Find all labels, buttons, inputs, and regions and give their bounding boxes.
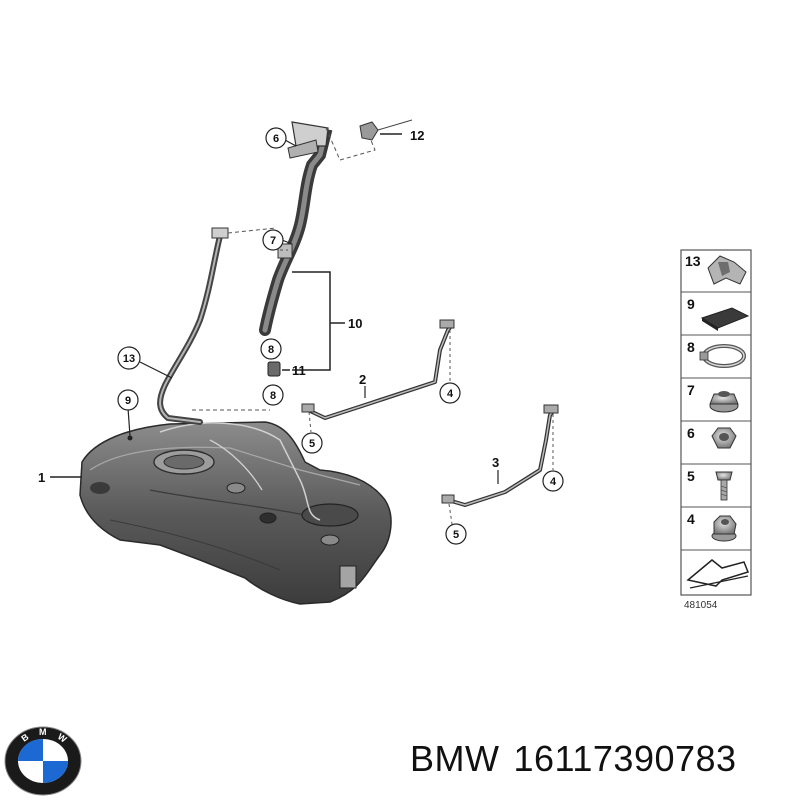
callout-10: 10 (348, 316, 362, 331)
hex-nut-icon (711, 427, 737, 449)
logo-letter-b: B (19, 731, 30, 743)
part-number: 16117390783 (513, 738, 737, 779)
callout-8b: 8 (270, 390, 276, 402)
vent-line (157, 227, 277, 425)
legend-item-13: 13 (685, 253, 701, 269)
callout-11: 11 (292, 363, 306, 378)
legend-item-4: 4 (687, 511, 695, 527)
flange-nut-icon (709, 391, 739, 413)
callout-bracket (280, 249, 345, 371)
fuel-tank (79, 421, 392, 605)
callout-3: 3 (492, 455, 499, 470)
legend-item-7: 7 (687, 382, 695, 398)
legend-item-9: 9 (687, 296, 695, 312)
legend-item-8: 8 (687, 339, 695, 355)
strap-2 (301, 319, 455, 433)
callout-4b: 4 (550, 476, 557, 488)
callout-6: 6 (273, 133, 279, 145)
strap-3 (441, 404, 559, 525)
logo-letter-m: M (39, 727, 47, 737)
bmw-logo: B M W (4, 726, 82, 796)
callout-13: 13 (123, 353, 135, 365)
legend-item-6: 6 (687, 425, 695, 441)
bolt-icon (715, 471, 733, 501)
filler-neck (259, 121, 333, 377)
clip-part-12 (325, 119, 413, 161)
callout-2: 2 (359, 372, 366, 387)
callout-5b: 5 (453, 529, 459, 541)
arrow-icon (686, 559, 749, 589)
callout-12: 12 (410, 128, 424, 143)
part-caption: BMW 16117390783 (410, 738, 795, 788)
callout-labels: 1 2 3 10 11 12 6 7 8 8 9 13 4 4 5 5 (38, 127, 564, 545)
nut-icon (711, 515, 737, 542)
callout-7: 7 (270, 235, 276, 247)
callout-8a: 8 (268, 344, 274, 356)
leader-lines (50, 139, 499, 484)
clip-icon (707, 255, 747, 285)
pad-icon (700, 307, 750, 331)
parts-legend: 13 9 8 7 6 5 4 (680, 249, 752, 611)
brand-name: BMW (410, 738, 500, 779)
hose-clamp-icon (699, 344, 746, 368)
diagram-number: 481054 (684, 600, 718, 611)
legend-item-5: 5 (687, 468, 695, 484)
callout-9: 9 (125, 395, 131, 407)
callout-1: 1 (38, 470, 45, 485)
callout-5a: 5 (309, 438, 315, 450)
callout-4a: 4 (447, 388, 454, 400)
